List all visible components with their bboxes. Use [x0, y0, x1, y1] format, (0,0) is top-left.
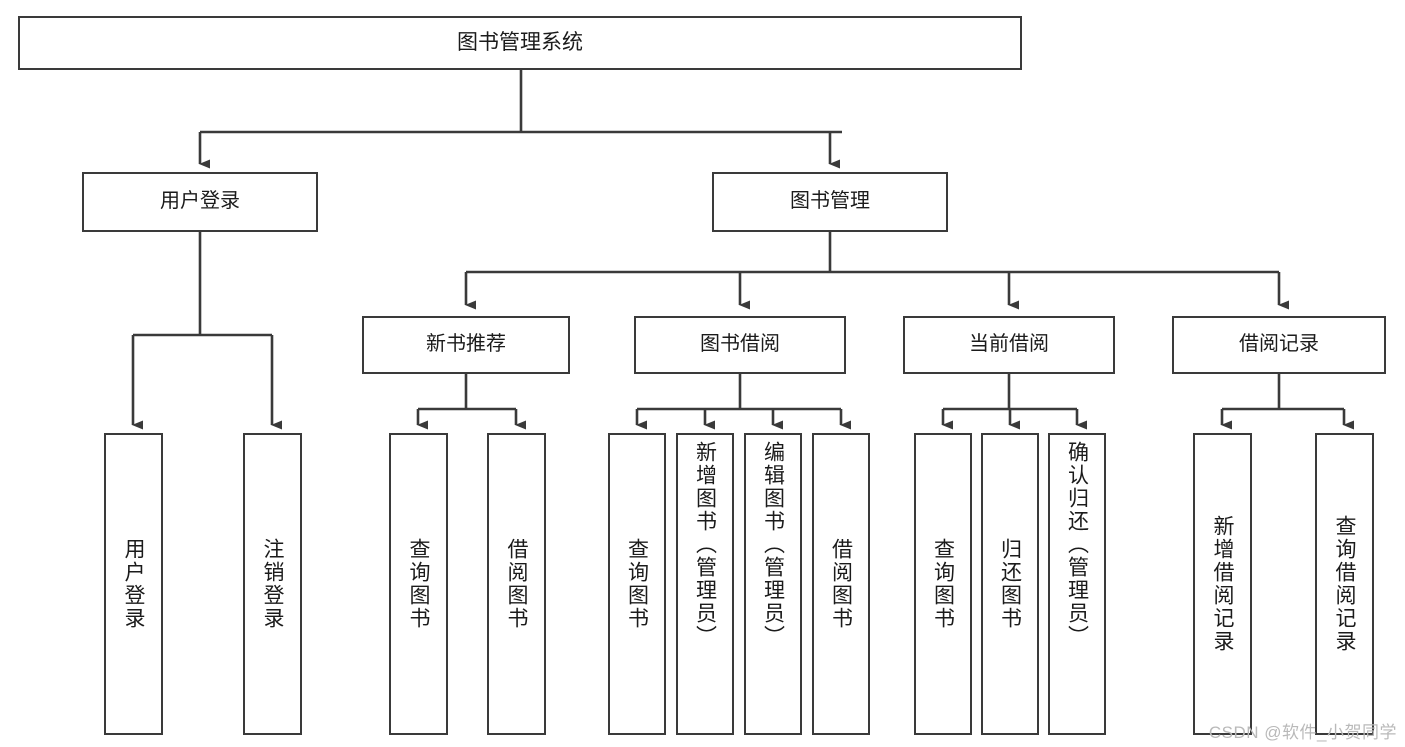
leaf-borrow-borrow-book[interactable]: 借阅图书	[812, 433, 870, 735]
node-book-borrow[interactable]: 图书借阅	[634, 316, 846, 374]
node-label: 查询图书	[931, 538, 955, 630]
node-label: 当前借阅	[969, 333, 1049, 356]
leaf-borrow-edit-book-admin[interactable]: 编辑图书（管理员）	[744, 433, 802, 735]
node-label: 注销登录	[261, 538, 284, 630]
leaf-newbook-query-book[interactable]: 查询图书	[389, 433, 448, 735]
node-label: 编辑图书（管理员）	[761, 441, 785, 648]
node-label: 查询图书	[407, 538, 430, 630]
node-label: 图书管理	[790, 190, 870, 213]
leaf-current-query-book[interactable]: 查询图书	[914, 433, 972, 735]
node-user-login[interactable]: 用户登录	[82, 172, 318, 232]
node-label: 查询借阅记录	[1333, 515, 1356, 653]
node-label: 图书借阅	[700, 333, 780, 356]
leaf-borrow-add-book-admin[interactable]: 新增图书（管理员）	[676, 433, 734, 735]
leaf-borrow-query-book[interactable]: 查询图书	[608, 433, 666, 735]
node-label: 查询图书	[625, 538, 649, 630]
node-label: 借阅记录	[1239, 333, 1319, 356]
leaf-current-return-book[interactable]: 归还图书	[981, 433, 1039, 735]
node-label: 新书推荐	[426, 333, 506, 356]
node-book-management[interactable]: 图书管理	[712, 172, 948, 232]
node-label: 归还图书	[998, 538, 1022, 630]
node-label: 借阅图书	[505, 538, 528, 630]
leaf-logout[interactable]: 注销登录	[243, 433, 302, 735]
node-label: 图书管理系统	[457, 30, 583, 54]
leaf-record-query-record[interactable]: 查询借阅记录	[1315, 433, 1374, 735]
node-label: 确认归还（管理员）	[1065, 441, 1089, 648]
leaf-current-confirm-return-admin[interactable]: 确认归还（管理员）	[1048, 433, 1106, 735]
node-label: 借阅图书	[829, 538, 853, 630]
node-current-borrow[interactable]: 当前借阅	[903, 316, 1115, 374]
node-label: 新增借阅记录	[1211, 515, 1234, 653]
node-root-system[interactable]: 图书管理系统	[18, 16, 1022, 70]
node-borrow-record[interactable]: 借阅记录	[1172, 316, 1386, 374]
node-label: 用户登录	[160, 190, 240, 213]
node-label: 用户登录	[122, 538, 145, 630]
leaf-user-login[interactable]: 用户登录	[104, 433, 163, 735]
node-label: 新增图书（管理员）	[693, 441, 717, 648]
node-new-book-recommend[interactable]: 新书推荐	[362, 316, 570, 374]
csdn-watermark: CSDN @软件_小贺同学	[1208, 723, 1397, 742]
leaf-record-add-record[interactable]: 新增借阅记录	[1193, 433, 1252, 735]
leaf-newbook-borrow-book[interactable]: 借阅图书	[487, 433, 546, 735]
